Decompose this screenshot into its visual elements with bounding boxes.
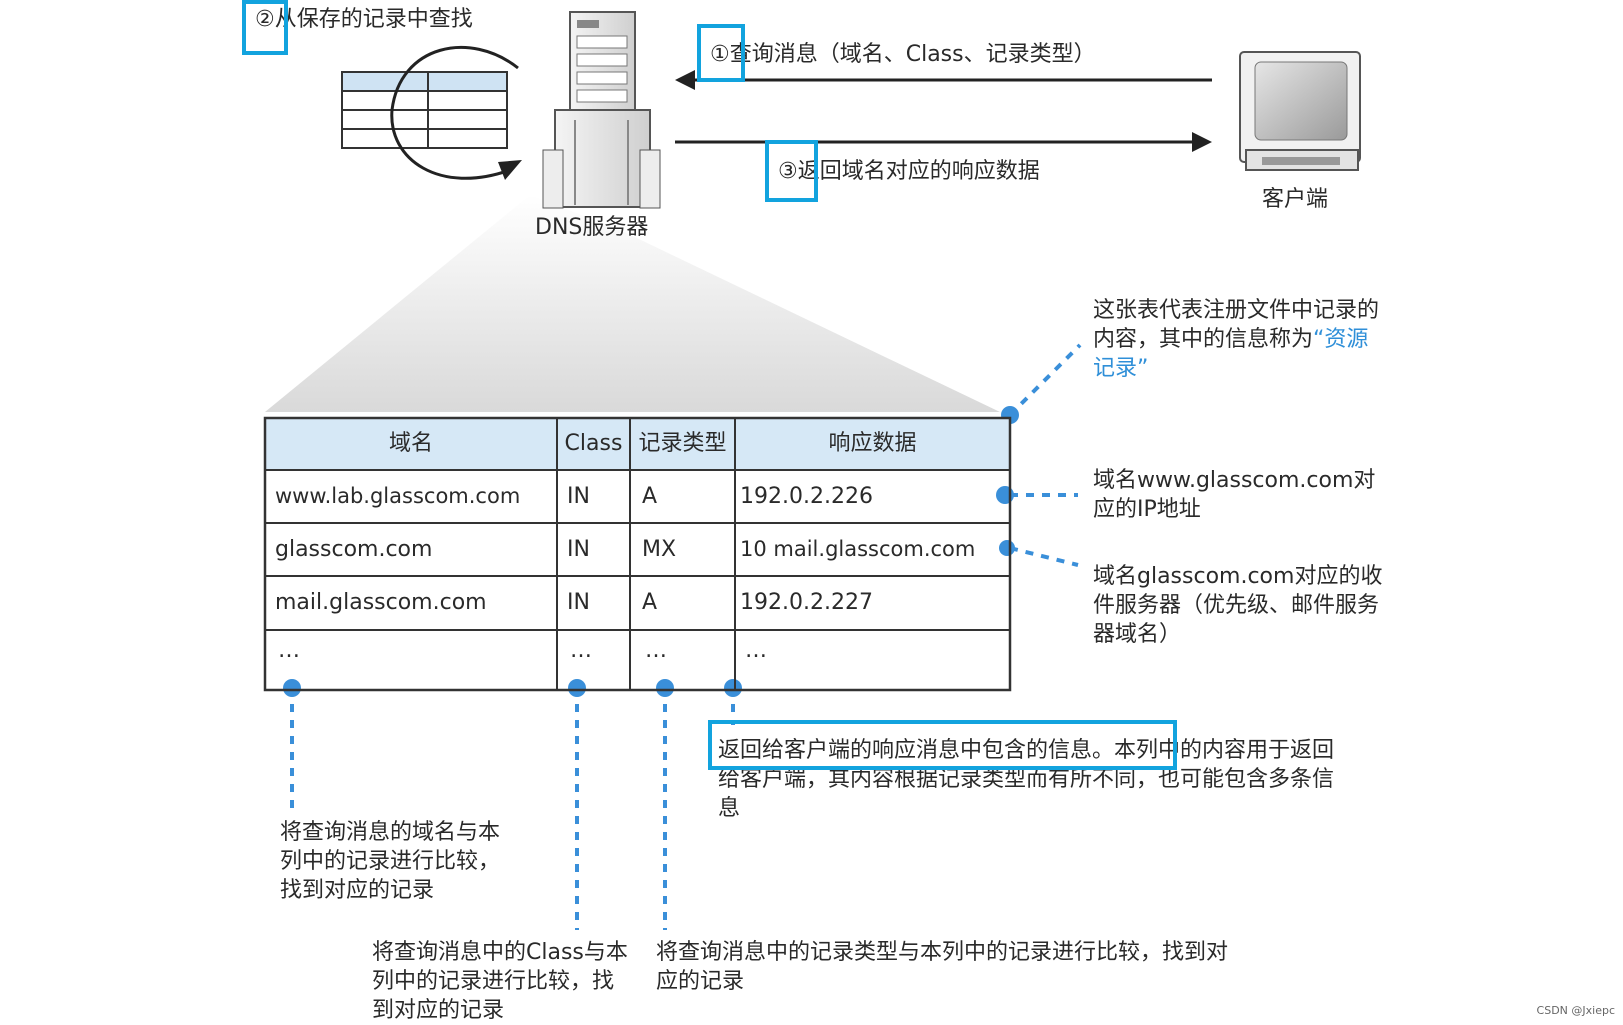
resource-record-table — [263, 416, 1012, 692]
table-cell: … — [278, 638, 300, 663]
step2-highlight-box — [242, 0, 288, 55]
row1-note: 域名www.glasscom.com对应的IP地址 — [1093, 468, 1376, 522]
dns-server-icon — [542, 11, 661, 209]
col-data-note-rest: 本列中的内容用于返回给客户端，其内容根据记录类型而有所不同，也可能包含多条信息 — [718, 738, 1335, 821]
table-cell: IN — [567, 590, 590, 615]
resource-record-term: “资源记录” — [1093, 327, 1369, 381]
table-header-record-type: 记录类型 — [638, 431, 727, 456]
table-cell: 10 mail.glasscom.com — [740, 537, 976, 561]
table-cell: IN — [567, 484, 590, 509]
step1-highlight-box — [697, 24, 745, 82]
query-arrow — [675, 70, 1212, 90]
table-cell: … — [645, 638, 667, 663]
table-cell: … — [745, 638, 767, 663]
search-cycle-arrow-icon — [390, 46, 522, 180]
step3-label: ③返回域名对应的响应数据 — [778, 159, 1040, 184]
table-cell: A — [642, 484, 658, 509]
col-data-note-highlight: 返回给客户端的响应消息中包含的信息。 — [718, 738, 1115, 763]
row2-note: 域名glasscom.com对应的收件服务器（优先级、邮件服务器域名） — [1093, 564, 1383, 647]
col-type-note: 将查询消息中的记录类型与本列中的记录进行比较，找到对应的记录 — [656, 940, 1229, 994]
watermark: CSDN @Jxiepc — [1536, 1004, 1615, 1017]
col-domain-note: 将查询消息的域名与本列中的记录进行比较，找到对应的记录 — [280, 820, 501, 903]
step1-label: ①查询消息（域名、Class、记录类型） — [710, 42, 1096, 67]
table-header-domain: 域名 — [388, 431, 433, 456]
table-note: 这张表代表注册文件中记录的内容，其中的信息称为“资源记录” — [1093, 296, 1383, 383]
table-cell: 192.0.2.227 — [740, 590, 873, 615]
table-cell: MX — [642, 537, 677, 562]
client-computer-icon — [1239, 51, 1361, 171]
table-cell: glasscom.com — [275, 537, 433, 562]
col-data-note: 返回给客户端的响应消息中包含的信息。本列中的内容用于返回给客户端，其内容根据记录… — [718, 736, 1348, 823]
zoom-fan — [265, 195, 1000, 412]
table-cell: mail.glasscom.com — [275, 590, 487, 615]
table-cell: www.lab.glasscom.com — [275, 484, 521, 508]
record-table-icon — [341, 71, 508, 149]
table-cell: A — [642, 590, 658, 615]
table-note-prefix: 这张表代表注册文件中记录的内容，其中的信息称为 — [1093, 298, 1380, 352]
table-cell: IN — [567, 537, 590, 562]
table-header-class: Class — [564, 431, 623, 456]
table-cell: … — [570, 638, 592, 663]
table-header-response-data: 响应数据 — [828, 431, 917, 456]
dns-server-label: DNS服务器 — [535, 215, 649, 240]
col-data-highlight-box — [708, 720, 1177, 770]
step2-label: ②从保存的记录中查找 — [255, 7, 473, 32]
table-cell: 192.0.2.226 — [740, 484, 873, 509]
response-arrow — [675, 132, 1212, 152]
step3-highlight-box — [765, 140, 818, 202]
client-label: 客户端 — [1262, 187, 1329, 212]
col-class-note: 将查询消息中的Class与本列中的记录进行比较，找到对应的记录 — [372, 940, 628, 1023]
